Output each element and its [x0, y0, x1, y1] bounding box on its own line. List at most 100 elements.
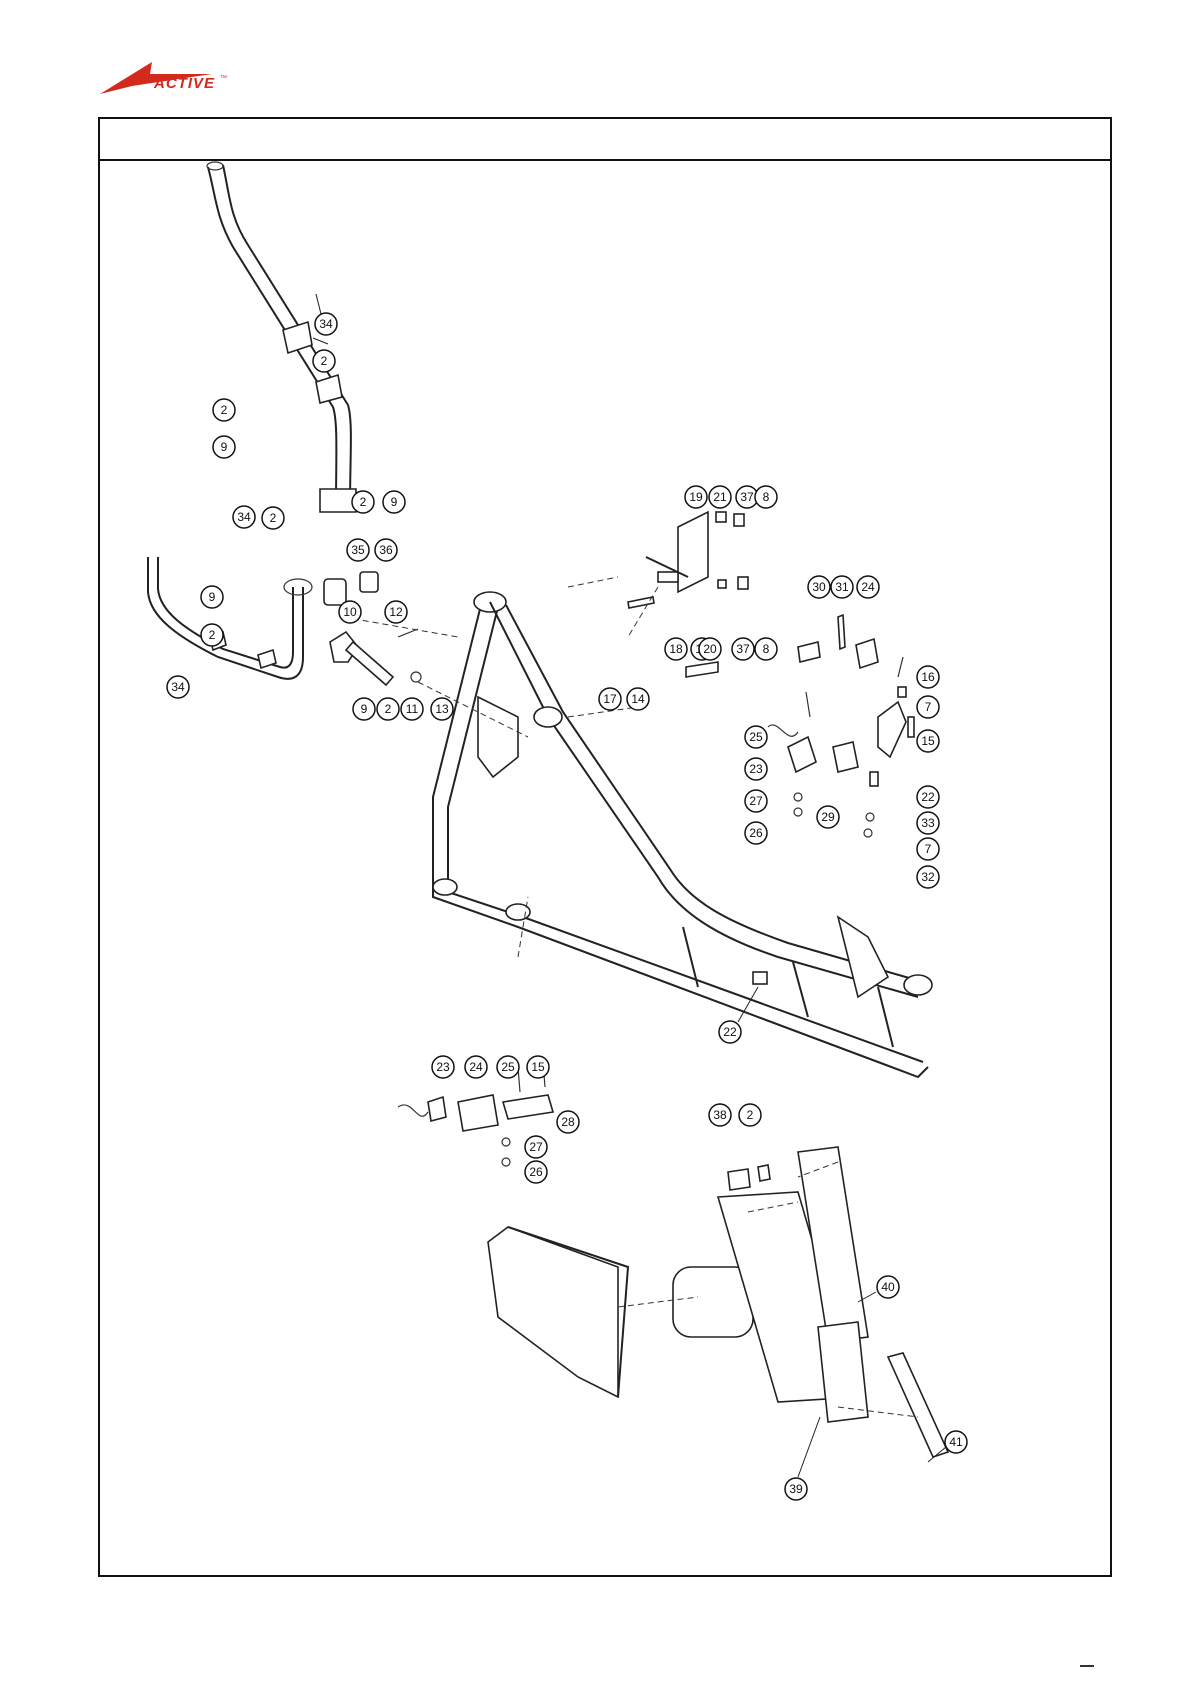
svg-text:20: 20 [703, 642, 717, 656]
callout-34: 16 [917, 666, 939, 688]
svg-text:9: 9 [221, 440, 228, 454]
svg-text:40: 40 [881, 1280, 895, 1294]
svg-text:41: 41 [949, 1435, 963, 1449]
main-frame [433, 592, 932, 1077]
svg-text:9: 9 [391, 495, 398, 509]
knob-assembly [324, 572, 378, 605]
callout-54: 38 [709, 1104, 731, 1126]
svg-text:10: 10 [343, 605, 357, 619]
callout-7: 2 [352, 491, 374, 513]
svg-text:33: 33 [921, 816, 935, 830]
svg-text:34: 34 [319, 317, 333, 331]
svg-text:31: 31 [835, 580, 849, 594]
callout-1: 34 [315, 294, 337, 335]
svg-text:34: 34 [237, 510, 251, 524]
callout-21: 14 [627, 688, 649, 710]
callout-58: 39 [785, 1417, 820, 1500]
callout-9: 35 [347, 539, 369, 561]
svg-text:28: 28 [561, 1115, 575, 1129]
svg-text:26: 26 [749, 826, 763, 840]
svg-text:13: 13 [435, 702, 449, 716]
svg-text:14: 14 [631, 692, 645, 706]
svg-text:15: 15 [531, 1060, 545, 1074]
svg-text:38: 38 [713, 1108, 727, 1122]
active-logo: ACTIVE ™ [92, 52, 242, 102]
svg-text:37: 37 [740, 490, 754, 504]
svg-text:8: 8 [763, 490, 770, 504]
logo-text: ACTIVE [153, 75, 215, 92]
callout-41: 29 [817, 806, 839, 828]
svg-text:12: 12 [389, 605, 403, 619]
svg-text:35: 35 [351, 543, 365, 557]
svg-text:2: 2 [221, 403, 228, 417]
callout-36: 15 [917, 730, 939, 752]
callout-13: 34 [167, 676, 189, 698]
callout-38: 23 [745, 758, 767, 780]
svg-text:23: 23 [436, 1060, 450, 1074]
svg-text:24: 24 [469, 1060, 483, 1074]
svg-text:19: 19 [689, 490, 703, 504]
svg-text:16: 16 [921, 670, 935, 684]
lever-assembly [330, 629, 421, 685]
callout-12: 2 [201, 624, 223, 646]
svg-text:2: 2 [209, 628, 216, 642]
svg-text:2: 2 [747, 1108, 754, 1122]
svg-text:21: 21 [713, 490, 727, 504]
svg-text:2: 2 [360, 495, 367, 509]
svg-text:34: 34 [171, 680, 185, 694]
svg-text:11: 11 [406, 702, 419, 716]
callout-19: 13 [431, 698, 453, 720]
spring-clip-assembly [768, 692, 858, 816]
svg-text:2: 2 [270, 511, 277, 525]
handle-bar [207, 162, 356, 512]
callout-28: 37 [732, 638, 754, 660]
callout-20: 17 [599, 688, 621, 710]
callout-11: 9 [201, 586, 223, 608]
callout-47: 23 [432, 1056, 454, 1078]
callout-53: 26 [525, 1161, 547, 1183]
callout-31: 30 [808, 576, 830, 598]
callout-30: 20 [699, 638, 721, 660]
svg-text:18: 18 [669, 642, 683, 656]
svg-text:22: 22 [723, 1025, 737, 1039]
svg-text:9: 9 [209, 590, 216, 604]
footrest-assembly [488, 1147, 948, 1457]
svg-text:2: 2 [385, 702, 392, 716]
svg-text:7: 7 [925, 842, 932, 856]
svg-text:30: 30 [812, 580, 826, 594]
page-marker [1080, 1665, 1094, 1667]
callout-37: 25 [745, 726, 767, 748]
callout-5: 34 [233, 506, 255, 528]
exploded-parts-diagram: 34 2 9 2 34 2 2 9 35 36 9 2 34 10 12 9 2… [98, 117, 1112, 1577]
svg-text:39: 39 [789, 1482, 803, 1496]
callout-48: 24 [465, 1056, 487, 1078]
svg-text:25: 25 [749, 730, 763, 744]
svg-text:9: 9 [361, 702, 368, 716]
callout-16: 9 [353, 698, 375, 720]
callout-56: 40 [858, 1276, 899, 1302]
callout-52: 27 [525, 1136, 547, 1158]
svg-text:17: 17 [603, 692, 617, 706]
svg-text:27: 27 [749, 794, 763, 808]
svg-text:24: 24 [861, 580, 875, 594]
latch-assembly [864, 657, 914, 837]
pin-spring-set [798, 615, 878, 668]
callout-2: 2 [313, 338, 335, 372]
callout-32: 31 [831, 576, 853, 598]
callout-42: 22 [917, 786, 939, 808]
pedal-plate-assembly [628, 512, 748, 677]
svg-text:32: 32 [921, 870, 935, 884]
svg-text:29: 29 [821, 810, 835, 824]
svg-text:22: 22 [921, 790, 935, 804]
svg-text:7: 7 [925, 700, 932, 714]
callout-8: 9 [383, 491, 405, 513]
callout-49: 25 [497, 1056, 519, 1078]
callout-14: 10 [339, 601, 361, 623]
lower-handle [148, 557, 312, 679]
svg-text:37: 37 [736, 642, 750, 656]
svg-text:15: 15 [921, 734, 935, 748]
callout-18: 11 [401, 698, 423, 720]
callout-40: 26 [745, 822, 767, 844]
callout-15: 12 [385, 601, 407, 623]
svg-text:2: 2 [321, 354, 328, 368]
